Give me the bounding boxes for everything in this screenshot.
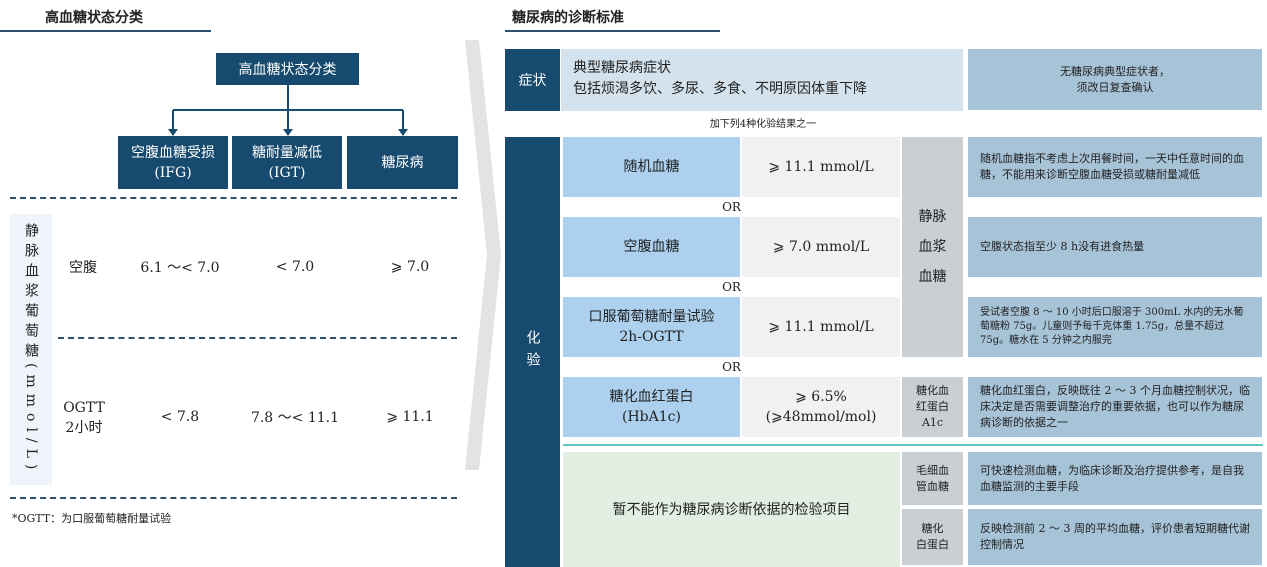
tree-connectors <box>168 85 408 136</box>
root-node: 高血糖状态分类 <box>216 53 359 85</box>
or-label: OR <box>722 280 741 294</box>
symptom-box: 典型糖尿病症状包括烦渴多饮、多尿、多食、不明原因体重下降 <box>561 49 963 111</box>
other-note: 反映检测前 2 ～ 3 周的平均血糖，评价患者短期糖代谢控制情况 <box>968 509 1262 565</box>
test-note: 糖化血红蛋白，反映既往 2 ～ 3 个月血糖控制状况，临床决定是否需要调整治疗的… <box>968 377 1262 437</box>
divider <box>58 337 457 339</box>
symptom-label: 症状 <box>505 49 560 111</box>
test-note: 受试者空腹 8 ～ 10 小时后口服溶于 300mL 水内的无水葡萄糖粉 75g… <box>968 297 1262 357</box>
symptom-title: 典型糖尿病症状 <box>573 60 671 76</box>
or-label: OR <box>722 200 741 214</box>
divider <box>10 197 457 199</box>
value-cell: < 7.0 <box>275 259 315 275</box>
value-cell: < 7.8 <box>160 409 200 425</box>
test-note: 空腹状态指至少 8 h没有进食热量 <box>968 217 1262 277</box>
test-name: 空腹血糖 <box>563 217 740 277</box>
row-label-fasting: 空腹 <box>69 260 97 276</box>
node-diabetes: 糖尿病 <box>347 136 458 189</box>
teal-divider <box>563 444 1263 446</box>
test-value: ⩾ 11.1 mmol/L <box>742 297 900 357</box>
symptom-detail: 包括烦渴多饮、多尿、多食、不明原因体重下降 <box>573 81 867 97</box>
side-label: 静脉血浆葡萄糖(mmol/L) <box>10 214 52 485</box>
plus-text: 加下列4种化验结果之一 <box>709 118 817 130</box>
footnote: *OGTT：为口服葡萄糖耐量试验 <box>12 512 172 525</box>
value-cell: ⩾ 11.1 <box>386 409 434 425</box>
node-ifg: 空腹血糖受损 (IFG) <box>118 136 228 189</box>
divider <box>10 497 457 499</box>
value-cell: ⩾ 7.0 <box>390 259 430 275</box>
node-abbr: (IFG) <box>154 164 192 181</box>
node-igt: 糖耐量减低 (IGT) <box>232 136 342 189</box>
test-name: 口服葡萄糖耐量试验 2h-OGTT <box>563 297 740 357</box>
not-basis-box: 暂不能作为糖尿病诊断依据的检验项目 <box>563 452 900 567</box>
symptom-note: 无糖尿病典型症状者， 须改日复查确认 <box>968 49 1262 110</box>
sample-plasma: 静脉 血浆 血糖 <box>902 137 963 357</box>
test-note: 随机血糖指不考虑上次用餐时间，一天中任意时间的血糖，不能用来诊断空腹血糖受损或糖… <box>968 137 1262 197</box>
chevron-arrow-icon <box>465 40 501 470</box>
value-cell: 7.8 ～< 11.1 <box>250 410 340 426</box>
right-section-title: 糖尿病的诊断标准 <box>512 10 624 26</box>
row-label-ogtt: OGTT 2小时 <box>63 400 105 436</box>
test-value: ⩾ 7.0 mmol/L <box>742 217 900 277</box>
or-label: OR <box>722 360 741 374</box>
test-name: 糖化血红蛋白 (HbA1c) <box>563 377 740 437</box>
test-value: ⩾ 6.5% (⩾48mmol/mol) <box>742 377 900 437</box>
node-label: 糖耐量减低 <box>252 144 322 161</box>
sample-hba1c: 糖化血 红蛋白 A1c <box>902 377 963 437</box>
other-note: 可快速检测血糖，为临床诊断及治疗提供参考，是自我血糖监测的主要手段 <box>968 452 1262 505</box>
lab-label: 化验 <box>505 137 560 567</box>
sample-albumin: 糖化 白蛋白 <box>902 509 963 565</box>
test-name: 随机血糖 <box>563 137 740 197</box>
left-section-title: 高血糖状态分类 <box>45 10 143 26</box>
test-value: ⩾ 11.1 mmol/L <box>742 137 900 197</box>
sample-capillary: 毛细血 管血糖 <box>902 452 963 505</box>
title-underline <box>505 30 720 32</box>
node-abbr: (IGT) <box>268 164 306 181</box>
value-cell: 6.1 ～< 7.0 <box>140 260 220 276</box>
node-label: 空腹血糖受损 <box>131 144 215 161</box>
title-underline <box>0 30 211 32</box>
